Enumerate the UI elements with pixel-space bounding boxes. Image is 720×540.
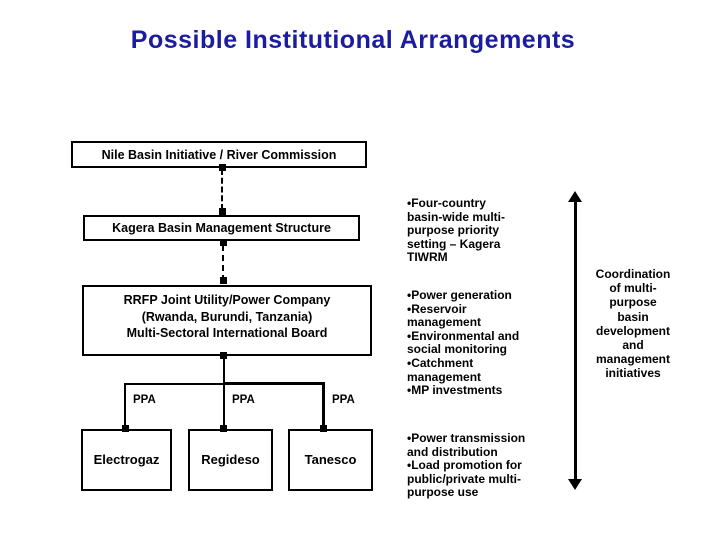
connector-endpoint-dot (320, 425, 327, 432)
connector-line-rrfp-stem (223, 357, 225, 384)
box-nile-basin-initiative: Nile Basin Initiative / River Commission (71, 141, 367, 168)
page-title: Possible Institutional Arrangements (130, 26, 576, 54)
connector-dashed-nile-kagera (221, 169, 223, 210)
box-rrfp-joint-utility: RRFP Joint Utility/Power Company (Rwanda… (82, 285, 372, 356)
connector-endpoint-dot (220, 277, 227, 284)
ppa-label-middle: PPA (232, 394, 255, 406)
connector-line-drop-regideso (223, 383, 225, 429)
connector-endpoint-dot (219, 208, 226, 215)
connector-line-branch-left (124, 383, 224, 385)
ppa-label-left: PPA (133, 394, 156, 406)
connector-endpoint-dot (122, 425, 129, 432)
note-power-transmission: •Power transmission and distribution •Lo… (407, 431, 526, 500)
arrowhead-down-icon (568, 479, 582, 490)
coordination-arrow-shaft (574, 201, 577, 481)
ppa-label-right: PPA (332, 394, 355, 406)
box-regideso: Regideso (188, 429, 273, 491)
note-power-generation: •Power generation •Reservoir management … (407, 288, 520, 398)
connector-line-branch-right (224, 382, 324, 385)
box-tanesco: Tanesco (288, 429, 373, 491)
box-kagera-basin-management: Kagera Basin Management Structure (83, 215, 360, 241)
connector-endpoint-dot (220, 425, 227, 432)
arrow-label-coordination: Coordination of multi- purpose basin dev… (595, 267, 671, 381)
connector-dashed-kagera-rrfp (222, 245, 224, 281)
connector-endpoint-dot (220, 352, 227, 359)
connector-line-drop-electrogaz (124, 383, 126, 429)
connector-endpoint-dot (219, 164, 226, 171)
note-four-country: •Four-country basin-wide multi- purpose … (407, 196, 506, 265)
connector-endpoint-dot (220, 239, 227, 246)
box-electrogaz: Electrogaz (81, 429, 172, 491)
connector-line-drop-tanesco (322, 382, 325, 429)
arrowhead-up-icon (568, 191, 582, 202)
